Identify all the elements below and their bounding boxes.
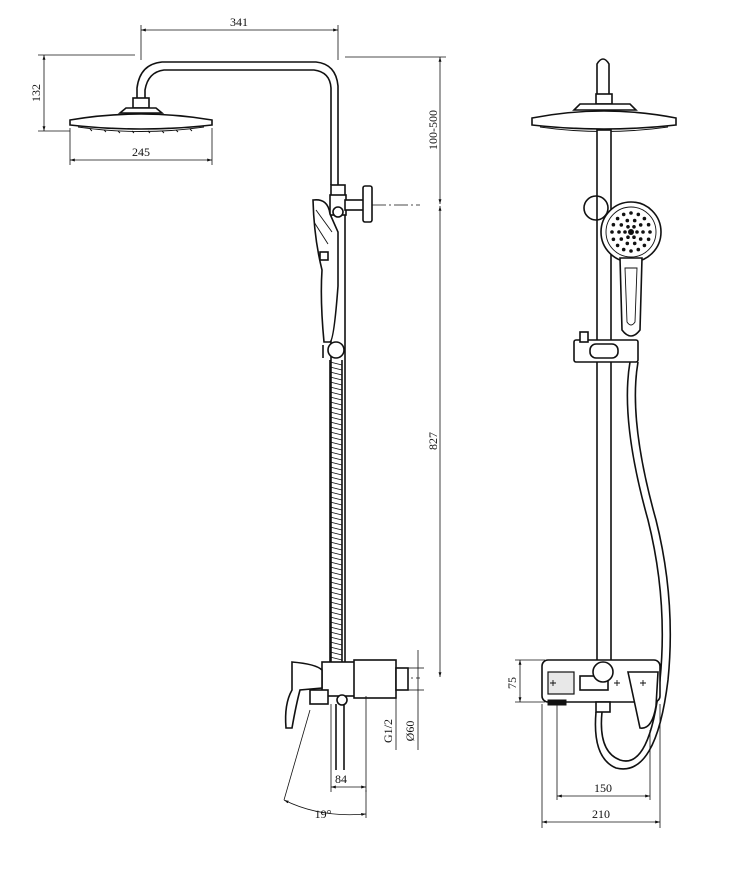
- top-pipe-front: [596, 58, 610, 101]
- nozzle-dot: [648, 230, 652, 234]
- nozzle-dot: [611, 237, 616, 242]
- nozzle-dot: [615, 216, 620, 221]
- dim-inlet-spacing: 150: [594, 781, 612, 795]
- dim-head-height: 132: [29, 84, 43, 102]
- nozzle-dot: [646, 222, 651, 227]
- nozzle-dot: [632, 225, 636, 229]
- nozzle-dot: [623, 230, 627, 234]
- mixer-body-front: [541, 659, 661, 729]
- overhead-arm: [136, 61, 339, 185]
- nozzle-dot: [611, 222, 616, 227]
- nozzle-dot: [610, 230, 614, 234]
- slide-bracket: [573, 331, 639, 363]
- hand-shower-side: [312, 198, 345, 359]
- shower-hose-front: [594, 361, 672, 770]
- nozzle-dot: [638, 223, 643, 227]
- dim-mixer-height: 75: [505, 677, 519, 689]
- dim-arm-reach: 341: [230, 15, 248, 29]
- dim-adjust-range: 100-500: [426, 110, 440, 150]
- nozzle-dot: [625, 241, 630, 246]
- rain-shower-head-front: [531, 103, 677, 132]
- nozzle-dot: [642, 243, 647, 248]
- nozzle-dot: [635, 230, 639, 234]
- dim-thread: G1/2: [381, 719, 395, 743]
- shower-rail-front: [596, 129, 612, 666]
- side-view: 341 132 245 100-500 827 G1/2 Ø60 84 1: [29, 15, 446, 821]
- rain-shower-head-side: [69, 97, 213, 134]
- nozzle-dot: [632, 218, 637, 223]
- height-adjust-knob: [329, 185, 373, 223]
- dim-pipe-diameter: Ø60: [403, 721, 417, 742]
- dim-head-diameter: 245: [132, 145, 150, 159]
- nozzle-dot: [625, 218, 630, 223]
- nozzle-dot: [617, 230, 621, 234]
- shower-hose-side: [329, 360, 343, 691]
- nozzle-dot: [621, 212, 626, 217]
- nozzle-dot: [636, 212, 641, 217]
- dim-mixer-offset: 84: [335, 772, 347, 786]
- nozzle-dot: [641, 230, 645, 234]
- nozzle-dot: [642, 216, 647, 221]
- nozzle-dot: [632, 235, 636, 239]
- nozzle-dot: [632, 241, 637, 246]
- nozzle-dot: [646, 237, 651, 242]
- dim-rail-height: 827: [426, 432, 440, 450]
- nozzle-dot: [629, 249, 633, 253]
- mixer-body-side: [284, 659, 409, 770]
- nozzle-dot: [626, 235, 630, 239]
- nozzle-dot: [619, 237, 624, 241]
- nozzle-dot: [629, 211, 633, 215]
- dim-mixer-width: 210: [592, 807, 610, 821]
- front-view: 75 150 210: [505, 58, 677, 828]
- nozzle-dot: [619, 223, 624, 227]
- nozzle-dot: [628, 229, 634, 235]
- nozzle-dot: [621, 247, 626, 252]
- nozzle-dot: [626, 225, 630, 229]
- dim-angle: 19°: [315, 807, 332, 821]
- nozzle-dot: [636, 247, 641, 252]
- nozzle-dot: [638, 237, 643, 241]
- hand-shower-front: [583, 195, 662, 337]
- nozzle-dot: [615, 243, 620, 248]
